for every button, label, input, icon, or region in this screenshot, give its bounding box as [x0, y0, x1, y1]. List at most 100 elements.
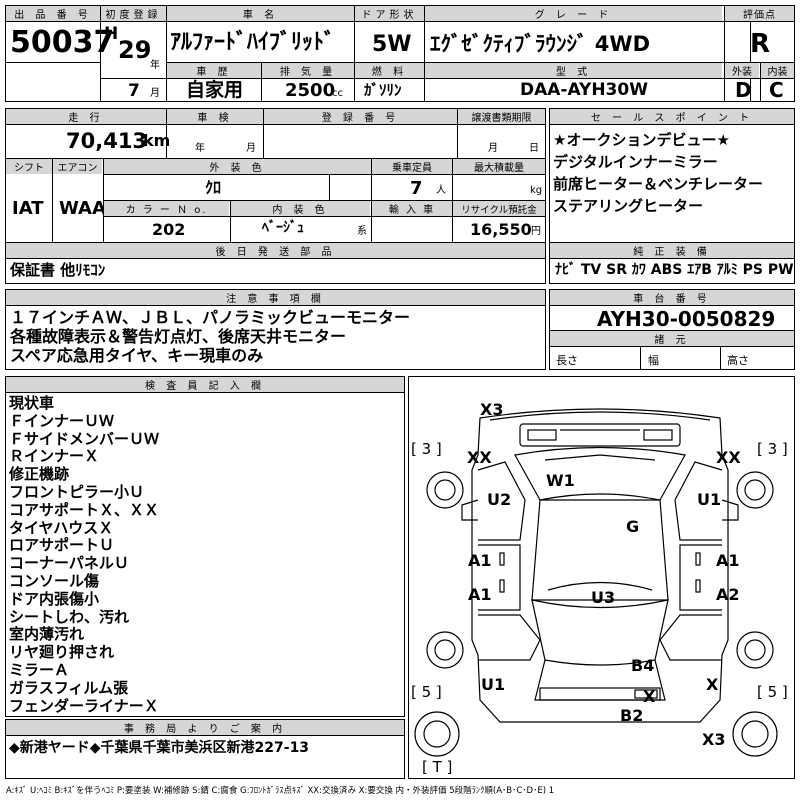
inspector-line: ミラーＡ — [9, 660, 70, 679]
inspector-line: タイヤハウスＸ — [9, 518, 114, 537]
mark-u1-right: U1 — [697, 490, 721, 509]
int-color-suffix: 系 — [357, 226, 367, 237]
sales-point-block — [549, 108, 795, 284]
mark-x3-top: X3 — [480, 400, 503, 419]
inspector-line: ＦサイドメンバーＵＷ — [9, 429, 160, 448]
mark-x3-bottom: X3 — [702, 730, 725, 749]
inspector-list: 現状車 ＦインナーＵＷ ＦサイドメンバーＵＷ ＲインナーＸ 修正機跡 フロントピ… — [9, 394, 160, 715]
sales-point-item: ★オークションデビュー★ — [553, 131, 730, 149]
lot-label: 出 品 番 号 — [6, 6, 100, 21]
shift-label: シフト — [6, 159, 52, 174]
mileage: 70,413 — [66, 129, 148, 153]
mark-u3: U3 — [591, 588, 615, 607]
registration-label: 登 録 番 号 — [264, 109, 457, 124]
reg-month: 7 — [128, 81, 140, 101]
car-diagram: X3 XX XX W1 U2 U1 G A1 A1 A1 U3 A2 B4 U1… — [411, 400, 788, 776]
tire-rear-left: [ 5 ] — [411, 683, 442, 701]
notes-block — [5, 289, 546, 370]
interior-grade: C — [769, 78, 784, 102]
sales-point-label: セ ー ル ス ポ イ ン ト — [550, 109, 794, 124]
inspector-line: リヤ廻り押され — [9, 643, 115, 662]
mark-x-center: X — [643, 687, 656, 706]
legend: A:ｷｽﾞ U:ﾍｺﾐ B:ｷｽﾞを伴うﾍｺﾐ P:要塗装 W:補修跡 S:錆 … — [6, 786, 555, 796]
inspector-line: 修正機跡 — [9, 465, 70, 484]
sales-point-item: ステアリングヒーター — [553, 197, 704, 215]
inspector-label: 検 査 員 記 入 欄 — [6, 377, 404, 392]
tire-rear-right: [ 5 ] — [757, 683, 788, 701]
tire-front-right: [ 3 ] — [757, 440, 788, 458]
header-row — [5, 5, 751, 102]
mark-xx-left: XX — [467, 448, 492, 467]
ac-label: エアコン — [53, 159, 102, 174]
sales-point-list: ★オークションデビュー★ デジタルインナーミラー 前席ヒーター＆ベンチレーター … — [553, 129, 763, 217]
notes-list: １７インチＡＷ、ＪＢＬ、パノラミックビューモニター 各種故障表示＆警告灯点灯、後… — [10, 308, 410, 365]
shift: IAT — [12, 198, 44, 219]
inspector-line: ロアサポートＵ — [9, 536, 115, 555]
sales-point-item: デジタルインナーミラー — [553, 153, 718, 171]
inspector-line: ドア内張傷小 — [9, 589, 100, 608]
door-type: 5W — [372, 32, 412, 57]
fuel-label: 燃 料 — [355, 63, 424, 78]
capacity-label: 乗車定員 — [372, 159, 452, 174]
vehicle-info-block — [5, 108, 546, 284]
mileage-label: 走 行 — [6, 109, 166, 124]
mark-xx-right: XX — [716, 448, 741, 467]
inspector-line: 現状車 — [9, 394, 55, 412]
model-label: 型 式 — [425, 63, 722, 78]
length-label: 長さ — [556, 354, 578, 367]
import-label: 輸 入 車 — [372, 201, 452, 216]
inspector-line: ＲインナーＸ — [9, 447, 100, 466]
mark-g: G — [626, 517, 639, 536]
mark-u1-left: U1 — [481, 675, 505, 694]
model: DAA-AYH30W — [520, 80, 648, 100]
inspector-line: ＦインナーＵＷ — [9, 411, 115, 430]
mark-x-right: X — [706, 675, 719, 694]
displacement-label: 排 気 量 — [262, 63, 354, 78]
inspector-line: フェンダーライナーＸ — [9, 696, 159, 715]
transfer-day-unit: 日 — [529, 143, 539, 154]
exterior-label: 外装 — [725, 63, 759, 78]
score-value: R — [750, 29, 771, 59]
inspection-year-unit: 年 — [195, 143, 205, 154]
mileage-unit: km — [143, 131, 171, 150]
history: 自家用 — [186, 79, 244, 101]
grade: ｴｸﾞｾﾞｸﾃｨﾌﾞﾗｳﾝｼﾞ 4WD — [430, 32, 651, 56]
exterior-grade: D — [735, 78, 752, 102]
reg-year: 29 — [118, 36, 152, 64]
notes-label: 注 意 事 項 欄 — [6, 290, 545, 305]
era-mark: H — [104, 24, 119, 44]
inspection-label: 車 検 — [167, 109, 263, 124]
damage-diagram-frame — [408, 376, 795, 779]
office-block — [5, 719, 405, 779]
dims-label: 諸 元 — [550, 331, 794, 346]
recycle-fee: 16,550 — [470, 220, 532, 239]
later-parts: 保証書 他ﾘﾓｺﾝ — [10, 261, 106, 279]
office-info: ◆新港ヤード◆千葉県千葉市美浜区新港227-13 — [9, 740, 310, 756]
office-label: 事 務 局 よ り ご 案 内 — [6, 720, 404, 735]
interior-label: 内装 — [761, 63, 794, 78]
grade-label: グ レ ー ド — [425, 6, 722, 21]
car-name-label: 車 名 — [167, 6, 354, 21]
tire-spare: [ T ] — [422, 758, 452, 776]
capacity: 7 — [410, 178, 423, 199]
int-color-label: 内 装 色 — [231, 201, 370, 216]
displacement: 2500 — [285, 80, 336, 101]
inspector-line: フロントピラー小Ｕ — [9, 482, 145, 501]
inspector-line: ガラスフィルム張 — [9, 678, 129, 697]
height-label: 高さ — [727, 354, 749, 367]
car-name: ｱﾙﾌｧｰﾄﾞﾊｲﾌﾞﾘｯﾄﾞ — [170, 30, 336, 55]
transfer-label: 譲渡書類期限 — [458, 109, 545, 124]
note-line: スペア応急用タイヤ、キー現車のみ — [10, 346, 264, 365]
inspector-line: シートしわ、汚れ — [9, 607, 130, 626]
first-reg-label: 初度登録 — [101, 6, 166, 21]
mark-a2-right: A2 — [716, 585, 740, 604]
chassis-block — [549, 289, 795, 370]
inspector-line: コアサポートＸ、ＸＸ — [9, 500, 160, 519]
later-parts-label: 後 日 発 送 部 品 — [6, 243, 545, 258]
door-label: ドア形状 — [355, 6, 424, 21]
reg-month-unit: 月 — [150, 88, 160, 99]
ext-color: ｸﾛ — [205, 178, 222, 197]
chassis-label: 車 台 番 号 — [550, 290, 794, 305]
ac: WAA — [59, 198, 106, 219]
ext-color-label: 外 装 色 — [104, 159, 371, 174]
